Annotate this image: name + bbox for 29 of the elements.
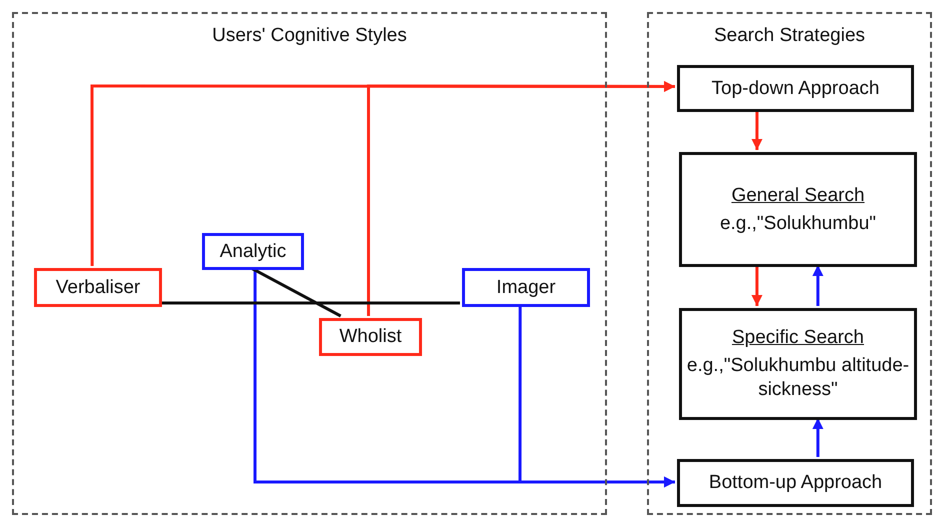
search-box (679, 152, 917, 267)
arrow (812, 418, 824, 457)
dashed-group-panel (647, 12, 932, 515)
arrow (367, 80, 675, 316)
arrow (812, 265, 824, 306)
box-label: Wholist (339, 325, 402, 349)
panel-heading: Search Strategies (714, 24, 866, 48)
style-box (319, 318, 422, 356)
box-label: Verbaliser (56, 276, 140, 300)
box-heading: General Search (731, 184, 865, 208)
arrow (751, 265, 762, 306)
search-box (679, 308, 917, 420)
box-label: Top-down Approach (712, 76, 880, 100)
dashed-group-panel (12, 12, 607, 515)
box-label: Imager (496, 276, 556, 300)
panel-heading: Users' Cognitive Styles (212, 24, 407, 48)
box-label: Analytic (220, 240, 286, 264)
style-box (34, 268, 162, 307)
arrow (751, 110, 762, 150)
example-query: e.g.,"Solukhumbu" (720, 212, 876, 236)
style-box (462, 268, 590, 307)
box-label: Bottom-up Approach (708, 471, 882, 495)
example-query: e.g.,"Solukhumbu altitude-sickness" (686, 354, 910, 402)
style-box (677, 65, 914, 112)
style-box (202, 233, 304, 270)
connector-line (160, 302, 460, 305)
style-box (677, 459, 914, 507)
arrow (518, 305, 675, 488)
box-heading: Specific Search (732, 326, 864, 350)
